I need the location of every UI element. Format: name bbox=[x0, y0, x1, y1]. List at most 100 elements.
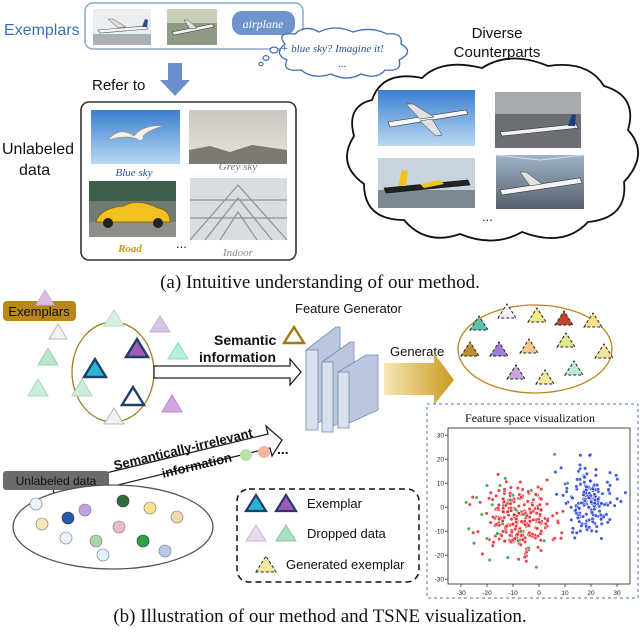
exemplars-badge bbox=[3, 301, 76, 321]
exemplars-label: Exemplars bbox=[4, 22, 80, 39]
data-dot bbox=[143, 501, 157, 515]
scatter-point bbox=[537, 520, 542, 525]
exemplar-image-1 bbox=[93, 9, 151, 45]
image-blue-sky bbox=[91, 110, 180, 164]
scatter-point bbox=[537, 502, 542, 507]
scatter-point bbox=[593, 467, 599, 472]
scatter-point bbox=[618, 499, 623, 504]
scatter-point bbox=[556, 520, 561, 525]
scatter-point bbox=[527, 515, 532, 520]
image-indoor bbox=[189, 178, 288, 241]
counterpart-image-3 bbox=[378, 158, 475, 208]
scatter-point bbox=[604, 512, 609, 517]
scatter-point bbox=[592, 507, 597, 512]
scatter-point bbox=[513, 527, 518, 532]
triangle-faint-purple bbox=[161, 394, 183, 413]
scatter-point bbox=[574, 484, 579, 489]
x-tick-label: -20 bbox=[482, 590, 492, 597]
scatter-point bbox=[521, 512, 526, 517]
unlabeled-label-line2: data bbox=[19, 162, 50, 179]
scatter-point bbox=[499, 533, 504, 538]
scatter-point bbox=[542, 538, 547, 543]
scatter-point bbox=[519, 495, 524, 500]
triangle-generated bbox=[554, 310, 574, 326]
scatter-point bbox=[590, 516, 595, 521]
scatter-point bbox=[564, 501, 569, 506]
scatter-point bbox=[599, 517, 604, 522]
scatter-point bbox=[496, 517, 502, 522]
x-tick-label: 20 bbox=[587, 590, 595, 597]
images-ellipsis: ... bbox=[176, 236, 187, 251]
legend-exemplar-purple-icon bbox=[274, 492, 298, 513]
triangle-faint-green bbox=[37, 347, 59, 366]
scatter-point bbox=[584, 471, 589, 476]
triangle-generated bbox=[519, 338, 539, 354]
scatter-point bbox=[522, 555, 527, 560]
scatter-point bbox=[487, 557, 492, 563]
semantic-label-line1: Semantic bbox=[214, 332, 276, 348]
cloud-ellipsis: ... bbox=[482, 209, 493, 224]
scatter-point bbox=[579, 523, 584, 528]
scatter-point bbox=[573, 508, 578, 513]
generated-triangles bbox=[460, 303, 614, 385]
scatter-point bbox=[592, 500, 597, 506]
generate-arrow bbox=[384, 353, 454, 405]
scatter-point bbox=[596, 487, 601, 492]
irrelevant-dots: ... bbox=[277, 441, 289, 457]
scatter-point bbox=[607, 483, 613, 488]
scatter-point bbox=[538, 507, 544, 512]
data-dot bbox=[59, 531, 73, 545]
scatter-point bbox=[495, 531, 500, 536]
scatter-point bbox=[526, 523, 531, 528]
scatter-point bbox=[554, 511, 559, 516]
scatter-point bbox=[502, 515, 507, 520]
y-tick-label: 30 bbox=[437, 433, 445, 440]
data-dot bbox=[35, 517, 49, 531]
x-tick-label: 10 bbox=[561, 590, 569, 597]
scatter-point bbox=[588, 478, 593, 484]
legend-dropped-purple-icon bbox=[245, 524, 267, 542]
triangle-generated bbox=[489, 341, 509, 357]
legend-generated-label: Generated exemplar bbox=[286, 557, 405, 572]
scatter-point bbox=[564, 489, 569, 494]
caption-indoor: Indoor bbox=[222, 247, 254, 259]
scatter-point bbox=[496, 472, 501, 477]
triangle-faint-purple bbox=[35, 289, 55, 306]
scatter-point bbox=[605, 480, 610, 485]
scatter-point bbox=[497, 483, 503, 488]
data-dot bbox=[96, 548, 110, 562]
scatter-point bbox=[590, 486, 595, 491]
triangle-faint-green bbox=[27, 378, 49, 397]
legend-generated-icon bbox=[255, 555, 277, 573]
scatter-point bbox=[587, 525, 592, 530]
scatter-point bbox=[559, 530, 564, 535]
thought-dots: ... bbox=[338, 58, 347, 70]
panel-b: Exemplars Semantic information Feature G… bbox=[3, 289, 639, 627]
scatter-point bbox=[612, 503, 617, 508]
data-dot bbox=[78, 503, 92, 517]
scatter-point bbox=[586, 505, 591, 510]
triangle-faint-white bbox=[103, 407, 125, 425]
scatter-point bbox=[471, 541, 477, 546]
scatter-point bbox=[560, 509, 565, 514]
scatter-point bbox=[582, 480, 587, 485]
caption-grey-sky: Grey sky bbox=[219, 161, 257, 173]
scatter-point bbox=[599, 536, 604, 541]
scatter-point bbox=[552, 536, 557, 541]
caption-panel-a: (a) Intuitive understanding of our metho… bbox=[160, 272, 480, 293]
scatter-point bbox=[589, 528, 594, 533]
scatter-point bbox=[592, 492, 597, 497]
scatter-point bbox=[544, 477, 550, 482]
scatter-point bbox=[534, 565, 539, 570]
scatter-point bbox=[587, 453, 592, 458]
scatter-point bbox=[584, 512, 589, 517]
refer-to-label: Refer to bbox=[92, 77, 145, 94]
scatter-point bbox=[502, 487, 507, 492]
scatter-point bbox=[531, 517, 536, 523]
scatter-point bbox=[488, 520, 493, 525]
scatter-point bbox=[600, 491, 605, 496]
scatter-point bbox=[561, 493, 566, 498]
scatter-point bbox=[574, 530, 579, 535]
scatter-point bbox=[578, 482, 583, 487]
triangle-generated bbox=[556, 332, 576, 348]
